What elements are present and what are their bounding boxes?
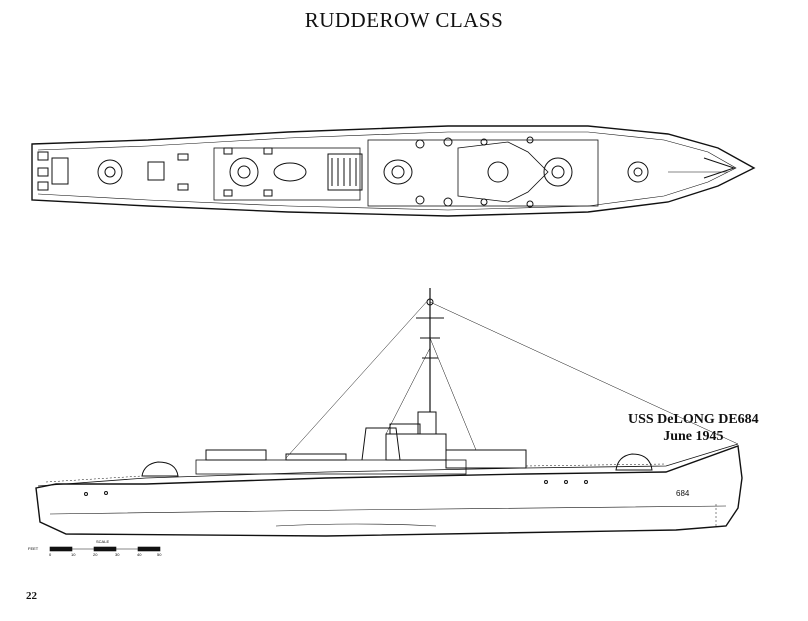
caption-date: June 1945 — [663, 429, 724, 444]
ship-name: USS DeLONG DE684 — [628, 412, 759, 427]
page-title: RUDDEROW CLASS — [304, 8, 504, 32]
ship-profile-view: 684 — [26, 278, 756, 558]
hull-number: 684 — [676, 489, 690, 498]
ship-plan-view — [28, 118, 758, 228]
profile-drawing: 684 — [35, 288, 743, 537]
scale-bar: FEET SCALE 0 10 20 30 40 50 — [26, 537, 176, 557]
scale-tick: 10 — [71, 552, 76, 557]
scale-tick: 30 — [115, 552, 120, 557]
scale-unit: FEET — [28, 546, 39, 551]
scale-tick: 50 — [157, 552, 162, 557]
scale-tick: 20 — [93, 552, 98, 557]
page-number: 22 — [26, 590, 37, 602]
scale-tick: 40 — [137, 552, 142, 557]
scale-label: SCALE — [96, 539, 109, 544]
ship-caption: USS DeLONG DE684 June 1945 — [628, 411, 759, 445]
scale-tick: 0 — [49, 552, 52, 557]
plan-drawing — [31, 125, 756, 217]
